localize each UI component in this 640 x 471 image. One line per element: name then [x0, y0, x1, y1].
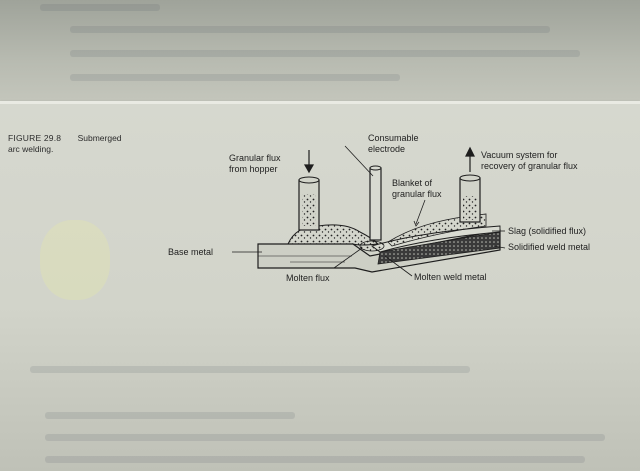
paper-stain: [40, 220, 110, 300]
label-blanket-of-flux: Blanket of granular flux: [392, 178, 442, 199]
label-slag: Slag (solidified flux): [508, 226, 587, 236]
faded-text-line: [40, 4, 160, 11]
figure-number: FIGURE 29.8: [8, 133, 62, 143]
label-base-metal: Base metal: [168, 247, 214, 257]
faded-text-line: [45, 434, 605, 441]
faded-text-line: [70, 50, 580, 57]
solidified-weld-metal: [377, 231, 501, 265]
figure-title-line2: arc welding.: [8, 144, 54, 154]
molten-pool: [359, 240, 385, 252]
flux-hopper-tube: [298, 176, 320, 231]
label-granular-flux: Granular flux from hopper: [229, 153, 281, 174]
base-metal-plate: [257, 229, 501, 273]
faded-text-line: [30, 366, 470, 373]
figure-title-line1: Submerged: [77, 133, 122, 143]
faded-text-line: [70, 74, 400, 81]
label-molten-flux: Molten flux: [286, 273, 330, 283]
previous-page-area: [0, 0, 640, 103]
label-molten-weld-metal: Molten weld metal: [414, 272, 487, 282]
vacuum-out-arrow: [465, 146, 475, 172]
page-fold: [0, 101, 640, 104]
leader-lines: [232, 145, 506, 277]
faded-text-line: [45, 456, 585, 463]
book-page: [0, 104, 640, 471]
label-vacuum-system: Vacuum system for recovery of granular f…: [481, 150, 578, 171]
consumable-electrode: [369, 165, 382, 241]
label-solidified-weld-metal: Solidified weld metal: [508, 242, 591, 252]
faded-text-line: [70, 26, 550, 33]
faded-text-line: [45, 412, 295, 419]
vacuum-recovery-tube: [459, 174, 481, 223]
label-consumable-electrode: Consumable electrode: [368, 133, 419, 154]
figure-caption: FIGURE 29.8 Submerged arc welding.: [8, 133, 158, 155]
flux-in-arrow: [303, 150, 315, 174]
